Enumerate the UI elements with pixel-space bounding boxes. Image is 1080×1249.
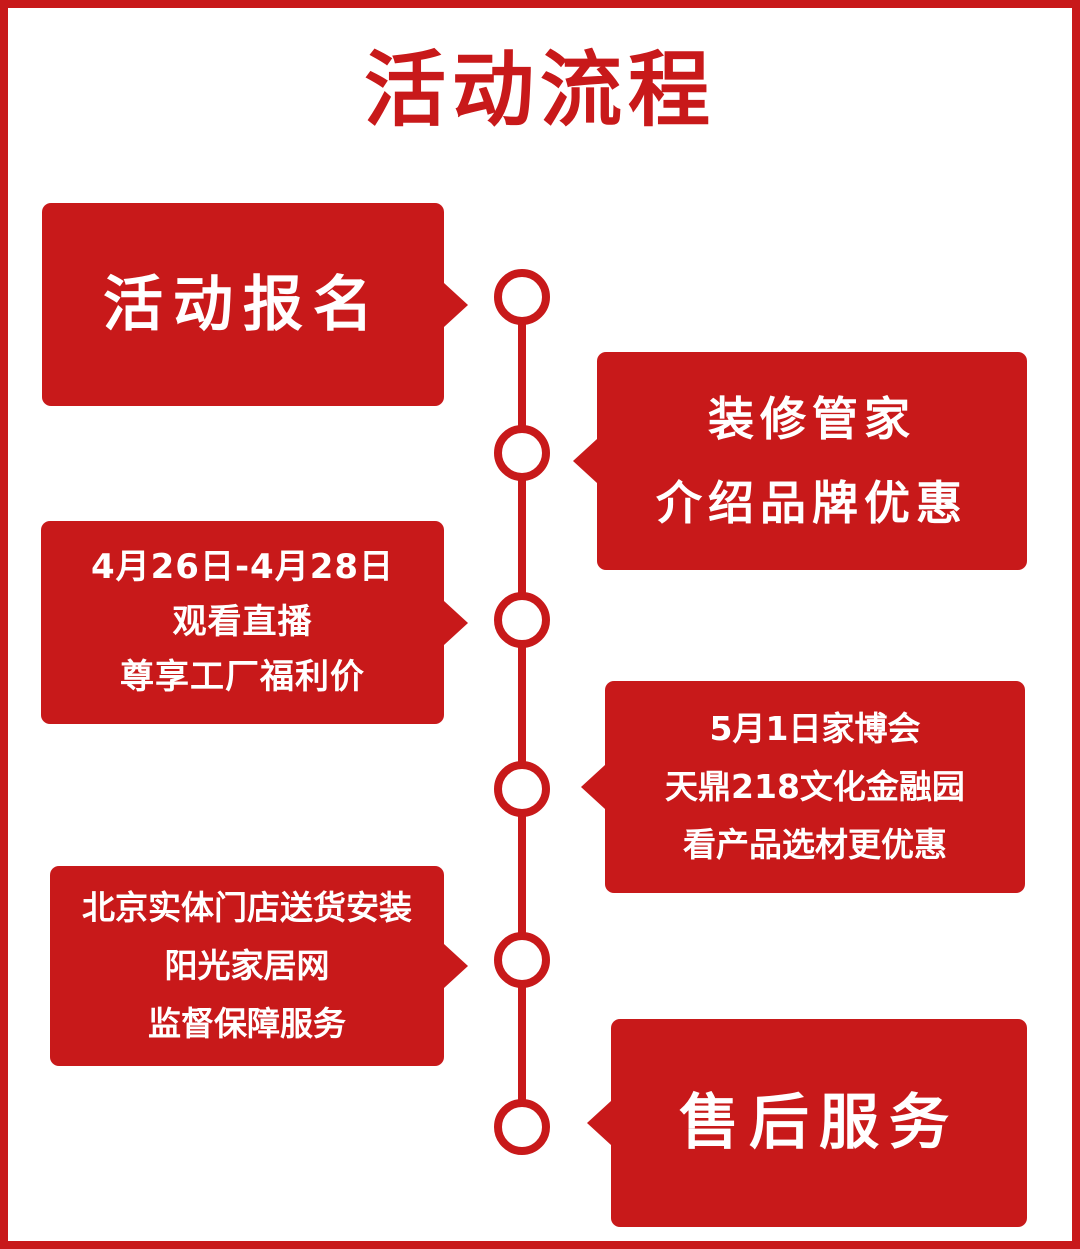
step-6-line-1: 售后服务 <box>679 1088 959 1158</box>
timeline-node <box>494 592 550 648</box>
step-4-box: 5月1日家博会 天鼎218文化金融园 看产品选材更优惠 <box>581 681 1025 893</box>
timeline-node <box>494 761 550 817</box>
step-2-box: 装修管家 介绍品牌优惠 <box>573 352 1027 570</box>
step-2-line-2: 介绍品牌优惠 <box>656 476 968 530</box>
timeline-node <box>494 269 550 325</box>
step-3-line-3: 尊享工厂福利价 <box>120 657 365 697</box>
step-5-line-2: 阳光家居网 <box>164 946 330 985</box>
step-5-line-3: 监督保障服务 <box>148 1004 346 1043</box>
timeline-node <box>494 1099 550 1155</box>
step-6-box: 售后服务 <box>587 1019 1027 1227</box>
page-title: 活动流程 <box>363 43 716 138</box>
step-1-line-1: 活动报名 <box>103 269 383 340</box>
step-4-line-2: 天鼎218文化金融园 <box>665 767 965 806</box>
timeline-node <box>494 932 550 988</box>
step-4-line-3: 看产品选材更优惠 <box>683 825 947 864</box>
step-5-line-1: 北京实体门店送货安装 <box>82 888 412 927</box>
timeline-node <box>494 425 550 481</box>
step-1-box: 活动报名 <box>42 203 468 406</box>
step-3-box: 4月26日-4月28日 观看直播 尊享工厂福利价 <box>41 521 468 724</box>
step-2-line-1: 装修管家 <box>708 392 916 446</box>
step-3-line-1: 4月26日-4月28日 <box>90 547 395 587</box>
step-3-line-2: 观看直播 <box>172 602 313 642</box>
step-5-box: 北京实体门店送货安装 阳光家居网 监督保障服务 <box>50 866 468 1066</box>
step-4-line-1: 5月1日家博会 <box>709 709 921 748</box>
